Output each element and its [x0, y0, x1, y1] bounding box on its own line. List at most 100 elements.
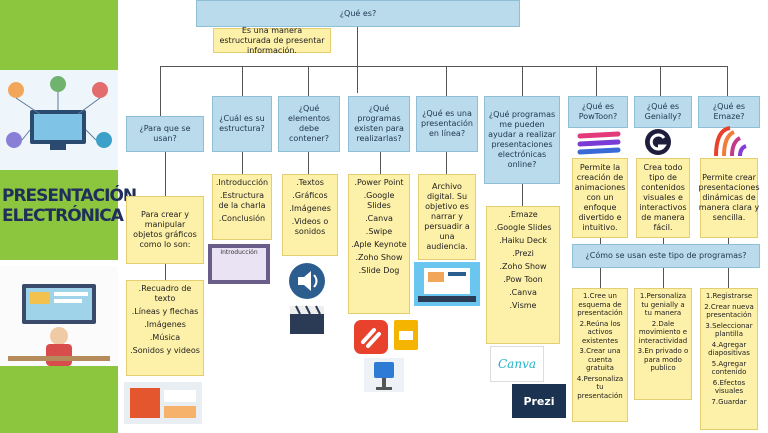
list-item: 4.Agregar diapositivas — [708, 340, 750, 358]
green-band-title — [0, 170, 118, 260]
sidebar-title: PRESENTACIÓN ELECTRÓNICA — [2, 186, 137, 226]
connector-v6 — [522, 66, 523, 96]
list-item: 6.Efectos visuales — [712, 378, 746, 396]
connector-v7 — [596, 66, 597, 96]
connector-v3 — [308, 66, 309, 96]
list-para-que: .Recuadro de texto .Líneas y flechas .Im… — [126, 280, 204, 376]
list-item: 7.Guardar — [711, 397, 747, 406]
question-genially: ¿Qué es Genially? — [634, 96, 692, 128]
list-item: .Textos — [296, 178, 324, 187]
list-item: .Líneas y flechas — [131, 307, 199, 316]
steps-powtoon: 1.Cree un esquema de presentación 2.Reún… — [572, 288, 628, 422]
list-item: .Prezi — [512, 249, 534, 258]
question-elementos: ¿Qué elementos debe contener? — [278, 96, 340, 152]
answer-emaze: Permite crear presentaciones dinámicas d… — [699, 158, 760, 238]
list-item: .Imágenes — [289, 204, 331, 213]
connector-usage-b — [663, 238, 664, 244]
answer-genially: Crea todo tipo de contenidos visuales e … — [636, 158, 690, 238]
question-para-que: ¿Para que se usan? — [126, 116, 204, 152]
list-elementos: .Textos .Gráficos .Imágenes .Videos o so… — [282, 174, 338, 256]
list-item: 3.En privado o para modo publico — [637, 347, 689, 372]
person-desk-illustration — [0, 266, 118, 366]
connector-v8 — [660, 66, 661, 96]
answer-en-linea: Archivo digital. Su objetivo es narrar y… — [418, 174, 476, 260]
list-programas: .Power Point .Google Slides .Canva .Swip… — [348, 174, 410, 314]
list-item: .Sonidos y videos — [130, 346, 200, 355]
sidebar: PRESENTACIÓN ELECTRÓNICA — [0, 0, 137, 433]
list-item: .Conclusión — [218, 214, 266, 223]
list-item: .Zoho Show — [355, 253, 403, 262]
list-item: 2.Dale movimiento e interactividad — [638, 319, 688, 345]
root-answer: Es una manera estructurada de presentar … — [213, 26, 331, 55]
list-item: .Canva — [365, 214, 393, 223]
list-item: .Emaze — [508, 210, 538, 219]
list-item: .Visme — [509, 301, 537, 310]
root-question: ¿Qué es? — [196, 0, 520, 27]
list-item: .Estructura de la charla — [218, 191, 266, 210]
video-clapper-icon — [290, 305, 324, 334]
powtoon-logo-icon — [577, 131, 621, 155]
connector-usage-2 — [663, 268, 664, 288]
question-programas: ¿Qué programas existen para realizarlas? — [348, 96, 410, 152]
genially-logo-icon — [645, 129, 671, 155]
green-band-bottom — [0, 366, 118, 433]
question-emaze: ¿Qué es Emaze? — [698, 96, 760, 128]
connector-b4 — [380, 152, 381, 174]
list-item: 2.Crear nueva presentación — [704, 302, 754, 320]
list-item: 1.Personaliza tu genially a tu manera — [639, 292, 687, 317]
connector-b2 — [242, 152, 243, 174]
list-item: .Imágenes — [144, 320, 186, 329]
list-item: 1.Registrarse — [705, 292, 753, 300]
connector-b1 — [165, 152, 166, 196]
list-item: 3.Seleccionar plantilla — [705, 321, 753, 339]
list-item: .Recuadro de texto — [138, 284, 192, 303]
connector-v5 — [446, 66, 447, 96]
list-item: .Slide Dog — [358, 266, 400, 275]
question-usage: ¿Cómo se usan este tipo de programas? — [572, 244, 760, 268]
online-presentation-image — [414, 262, 480, 306]
speaker-icon — [289, 263, 325, 299]
connector-v1 — [160, 66, 161, 116]
question-en-linea: ¿Qué es una presentación en línea? — [416, 96, 478, 152]
slide-thumbnail-label: Introducción — [212, 248, 266, 280]
list-item: .Canva — [509, 288, 537, 297]
connector-b1b — [165, 264, 166, 280]
connector-horizontal — [160, 66, 728, 67]
keynote-icon — [364, 358, 404, 392]
list-item: 5.Agregar contenido — [711, 359, 747, 377]
connector-usage-1 — [600, 268, 601, 288]
answer-powtoon: Permite la creación de animaciones con u… — [572, 158, 628, 238]
answer-para-que: Para crear y manipular objetos gráficos … — [126, 196, 204, 264]
connector-v2 — [242, 66, 243, 96]
swipe-logo-icon — [354, 320, 388, 354]
emaze-logo-icon — [714, 126, 747, 157]
list-item: .Swipe — [365, 227, 393, 236]
list-item: .Introducción — [215, 178, 269, 187]
list-item: 3.Crear una cuenta gratuita — [579, 347, 621, 372]
list-item: .Pow Toon — [503, 275, 543, 284]
list-item: .Zoho Show — [499, 262, 547, 271]
list-online: .Emaze .Google Slides .Haiku Deck .Prezi… — [486, 206, 560, 344]
list-item: .Música — [149, 333, 181, 342]
list-item: .Power Point — [354, 178, 404, 187]
connector-usage-c — [728, 238, 729, 244]
network-people-illustration — [0, 70, 118, 170]
list-item: 1.Cree un esquema de presentación — [577, 292, 623, 317]
green-band-top — [0, 0, 118, 70]
connector-usage-3 — [728, 268, 729, 288]
connector-b6 — [522, 184, 523, 206]
list-item: .Google Slides — [363, 191, 395, 210]
slide-thumbnail-image: Introducción — [208, 244, 270, 284]
connector-b3 — [308, 152, 309, 174]
list-item: .Gráficos — [292, 191, 328, 200]
list-item: .Videos o sonidos — [291, 217, 329, 236]
list-item: 2.Reúna los activos existentes — [579, 319, 621, 345]
list-item: .Haiku Deck — [499, 236, 547, 245]
office-slides-image — [124, 382, 202, 424]
question-estructura: ¿Cuál es su estructura? — [212, 96, 272, 152]
connector-root — [357, 27, 358, 93]
steps-emaze: 1.Registrarse 2.Crear nueva presentación… — [700, 288, 758, 430]
canva-logo: Canva — [490, 346, 544, 382]
steps-genially: 1.Personaliza tu genially a tu manera 2.… — [634, 288, 692, 400]
list-item: 4.Personaliza tu presentación — [576, 374, 624, 400]
